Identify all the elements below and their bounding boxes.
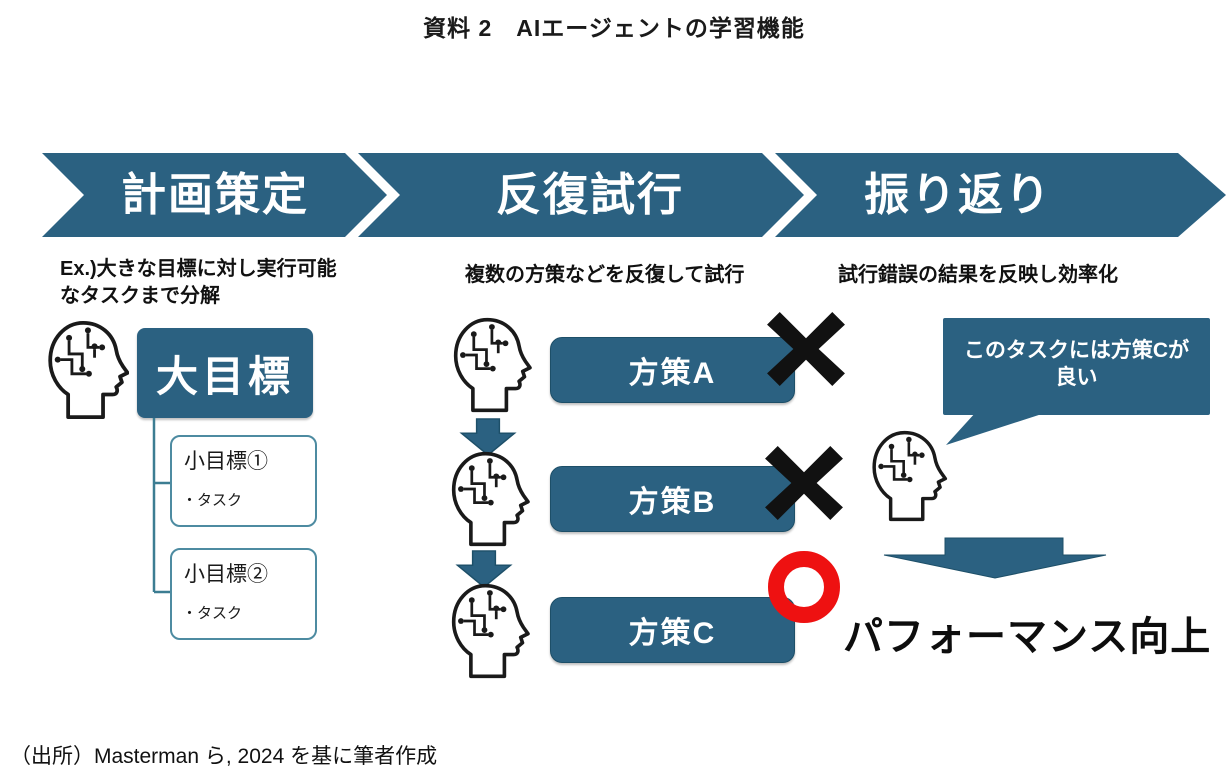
stage-label-trial: 反復試行 [495,169,684,220]
stage-label-planning: 計画策定 [120,169,309,220]
stage-chevron-reflection [775,153,1226,237]
ai-head-icon [451,451,530,547]
subgoal-1-title: 小目標① [184,450,268,473]
policy-a-box: 方策A [550,337,795,403]
x-mark-icon [765,446,843,520]
ai-head-icon [872,430,948,522]
stage-chevron-trial [358,153,804,237]
subgoal-2-title: 小目標② [184,563,268,586]
speech-bubble-line2: 良い [1055,366,1098,389]
stage-label-reflection: 振り返り [863,169,1052,220]
source-caption: （出所）Masterman ら, 2024 を基に筆者作成 [10,745,438,768]
subgoal-1-task: ・タスク [182,492,243,509]
reflection-note: 試行錯誤の結果を反映し効率化 [838,264,1118,286]
planning-note-line2: なタスクまで分解 [60,285,220,307]
speech-bubble-tail [946,412,1048,445]
subgoal-box-1: 小目標① ・タスク [170,435,317,527]
x-mark-icon [767,312,845,386]
process-banner [42,153,1226,237]
down-arrow-icon [455,550,513,588]
policy-b-box: 方策B [550,466,795,532]
policy-c-box: 方策C [550,597,795,663]
outcome-text: パフォーマンス向上 [843,615,1212,659]
ai-head-icon [451,583,530,679]
planning-note-line1: Ex.)大きな目標に対し実行可能 [60,258,337,280]
o-mark-icon [768,551,840,623]
subgoal-box-2: 小目標② ・タスク [170,548,317,640]
stage-chevron-planning [42,153,387,237]
speech-bubble-line1: このタスクには方策Cが [963,339,1190,362]
planning-note: Ex.)大きな目標に対し実行可能 なタスクまで分解 [60,256,337,310]
big-goal-box: 大目標 [137,328,313,418]
speech-bubble: このタスクには方策Cが 良い [943,318,1210,415]
ai-head-icon [453,317,532,413]
down-arrow-icon [883,537,1107,579]
page-title: 資料 2 AIエージェントの学習機能 [423,15,805,41]
trial-note: 複数の方策などを反復して試行 [465,264,745,286]
down-arrow-icon [459,418,517,456]
ai-head-icon [48,320,129,420]
subgoal-2-task: ・タスク [182,605,243,622]
